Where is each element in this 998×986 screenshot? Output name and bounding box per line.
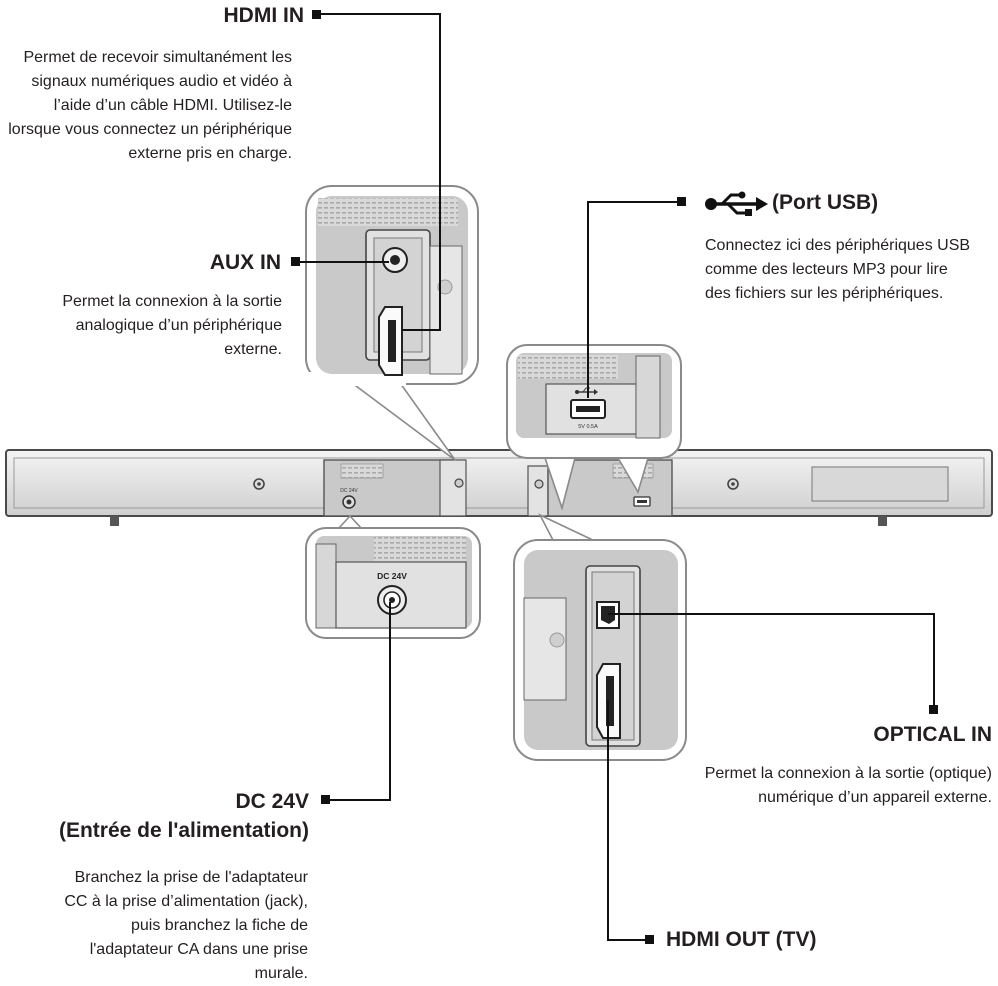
left-connector-panel: DC 24V [323, 459, 467, 517]
usb-title: (Port USB) [772, 191, 879, 214]
dc-label-small: DC 24V [340, 488, 358, 494]
hdmi-in-port-icon [378, 306, 403, 376]
hdmi-out-title: HDMI OUT (TV) [666, 928, 817, 951]
aux-in-description: Permet la connexion à la sortie analogiq… [62, 293, 282, 358]
usb-description: Connectez ici des périphériques USB comm… [705, 237, 971, 302]
screw-icon [253, 478, 265, 490]
hdmi-in-description: Permet de recevoir simultanément les sig… [8, 49, 292, 162]
screw-icon [727, 478, 739, 490]
soundbar: DC 24V [5, 449, 993, 526]
dc-label-large: DC 24V [377, 571, 407, 581]
optical-in-description: Permet la connexion à la sortie (optique… [704, 765, 992, 806]
zoom-bubble-dc: DC 24V [305, 514, 481, 639]
dc-jack-icon [377, 585, 407, 615]
zoom-bubble-usb: 5V 0.5A [506, 344, 682, 511]
dc-24v-subtitle: (Entrée de l'alimentation) [58, 819, 309, 842]
leader-lines [291, 10, 938, 944]
dc-24v-description: Branchez la prise de l'adaptateur CC à l… [64, 869, 308, 982]
aux-in-title: AUX IN [209, 251, 281, 274]
optical-in-title: OPTICAL IN [873, 723, 992, 746]
usb-icon [705, 191, 768, 216]
usb-rating-label: 5V 0.5A [578, 424, 598, 430]
zoom-bubble-optical-hdmi-out [513, 513, 687, 761]
hdmi-in-title: HDMI IN [223, 4, 305, 27]
aux-jack-icon [382, 247, 408, 273]
zoom-bubble-aux-hdmi-in [305, 185, 479, 461]
usb-small-icon [575, 387, 598, 395]
dc-24v-title: DC 24V [235, 790, 309, 813]
usb-port-icon [570, 399, 606, 419]
